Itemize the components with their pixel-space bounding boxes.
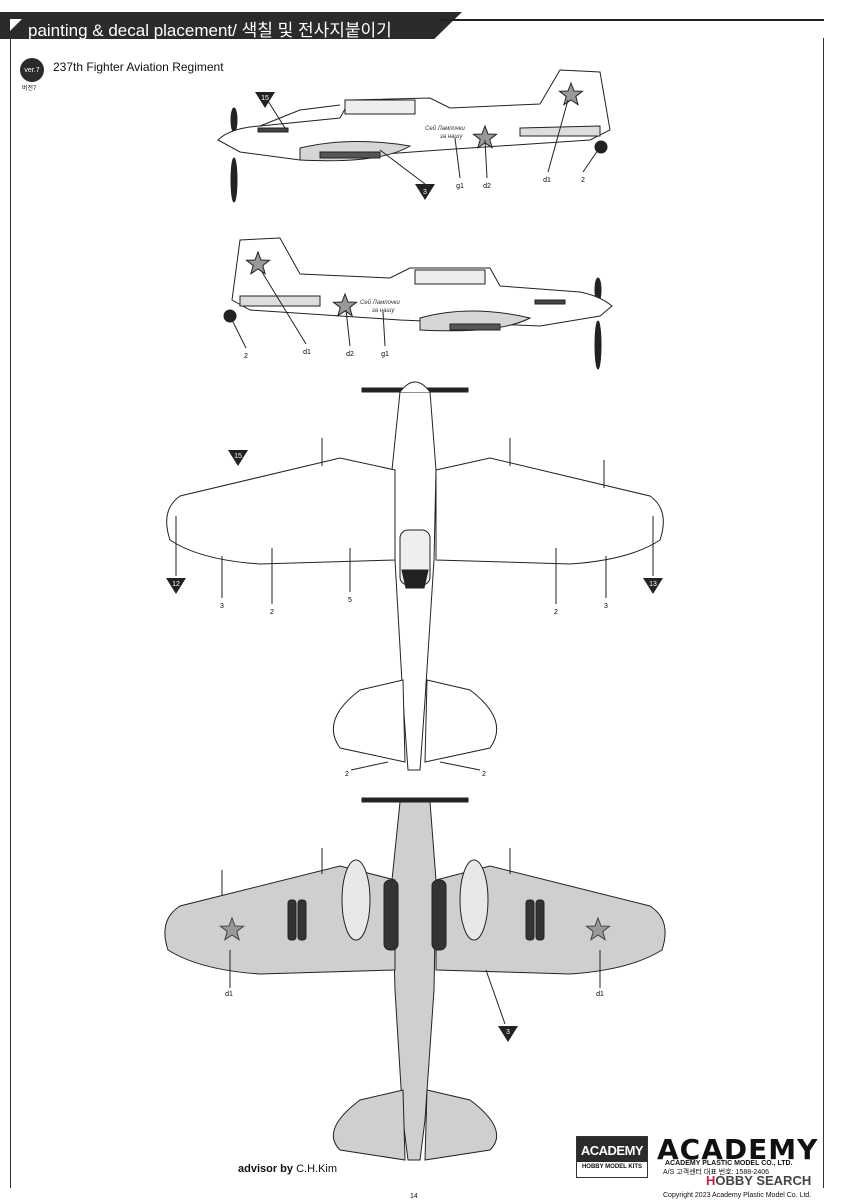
decal-2: 2 <box>581 177 585 184</box>
inscription-line2: за нашу <box>371 308 395 314</box>
decal-2-left: 2 <box>270 609 274 616</box>
decal-d1-left: d1 <box>225 991 233 998</box>
right-stabilizer <box>424 679 498 763</box>
propeller-blade-bottom <box>230 157 238 203</box>
advisor-label: advisor by <box>238 1163 294 1175</box>
wing-underside <box>419 310 532 332</box>
decal-2-tail-right: 2 <box>482 771 486 778</box>
hobby-search-rest: OBBY SEARCH <box>715 1173 812 1188</box>
decal-d2: d2 <box>346 351 354 358</box>
bottom-view-callouts: d1 d1 3 <box>225 991 604 1042</box>
page-title: painting & decal placement/ 색칠 및 전사지붙이기 <box>28 21 392 40</box>
color-callout-3-bottom: 3 <box>506 1029 510 1036</box>
decal-3-left: 3 <box>220 603 224 610</box>
canopy <box>414 269 486 285</box>
side-left-callouts: 15 3 g1 d2 d1 2 <box>255 92 585 200</box>
academy-wordmark: ACADEMY <box>657 1133 819 1166</box>
right-wing <box>435 457 664 565</box>
regiment-title: 237th Fighter Aviation Regiment <box>53 60 224 74</box>
version-sub: 버전7 <box>22 86 37 92</box>
header-bar: painting & decal placement/ 색칠 및 전사지붙이기 <box>0 12 462 39</box>
hobby-search-watermark: HOBBY SEARCH <box>706 1173 811 1188</box>
canopy <box>344 99 416 115</box>
decal-d1: d1 <box>303 349 311 356</box>
color-callout-3: 3 <box>423 189 427 196</box>
left-gear-nacelle <box>341 859 371 941</box>
decal-d1-right: d1 <box>596 991 604 998</box>
tail-wheel <box>223 309 237 323</box>
bomb-right <box>431 879 447 951</box>
top-view <box>166 381 664 771</box>
page-frame <box>10 38 824 1188</box>
propeller-blade-top <box>230 107 238 133</box>
version-badge: ver.7 <box>20 58 44 82</box>
header-rule <box>440 19 824 21</box>
inscription-line2: за нашу <box>439 134 463 140</box>
decal-d2: d2 <box>483 183 491 190</box>
service-phone: A/S 고객센터 대표 번호: 1588-2406 <box>663 1169 770 1176</box>
header-arrow-icon <box>10 19 22 31</box>
bomb-left <box>383 879 399 951</box>
decal-d1: d1 <box>543 177 551 184</box>
left-wing <box>164 865 396 975</box>
bottom-view <box>164 797 666 1161</box>
decal-2-right: 2 <box>554 609 558 616</box>
logo-box-top: ACADEMY <box>577 1137 647 1162</box>
left-wing <box>166 457 396 565</box>
decal-3-right: 3 <box>604 603 608 610</box>
copyright: Copyright 2023 Academy Plastic Model Co.… <box>663 1192 812 1199</box>
company-name: ACADEMY PLASTIC MODEL CO., LTD. <box>665 1160 793 1167</box>
left-stabilizer <box>332 1089 406 1161</box>
exhaust <box>257 127 289 133</box>
advisor-name: C.H.Kim <box>296 1163 338 1175</box>
decal-2-tail-left: 2 <box>345 771 349 778</box>
color-callout-15: 15 <box>261 95 269 102</box>
decal-g1: g1 <box>381 351 389 358</box>
top-view-callouts: 15 12 13 3 2 5 2 3 2 2 <box>166 450 663 778</box>
inscription-line1: Сей Лампочки <box>360 299 401 306</box>
inscription-line1: Сей Лампочки <box>425 125 466 132</box>
decal-2: 2 <box>244 353 248 360</box>
right-stabilizer <box>424 1089 498 1161</box>
advisor-credit: advisor by C.H.Kim <box>238 1163 337 1175</box>
left-stabilizer <box>332 679 406 763</box>
academy-logo-box: ACADEMY HOBBY MODEL KITS <box>576 1136 648 1178</box>
right-gear-nacelle <box>459 859 489 941</box>
color-callout-13: 13 <box>649 581 657 588</box>
decal-5: 5 <box>348 597 352 604</box>
side-view-left: Сей Лампочки за нашу <box>217 69 611 203</box>
decal-g1: g1 <box>456 183 464 190</box>
rocket-rail <box>319 151 381 159</box>
color-callout-15-top: 15 <box>234 453 242 460</box>
color-callout-12: 12 <box>172 581 180 588</box>
side-right-callouts: 2 d1 d2 g1 <box>244 349 389 360</box>
page-number: 14 <box>410 1193 418 1200</box>
side-view-right: Сей Лампочки за нашу <box>223 237 613 370</box>
right-wing <box>435 865 666 975</box>
logo-box-bottom: HOBBY MODEL KITS <box>581 1164 643 1170</box>
hobby-search-h: H <box>706 1173 716 1188</box>
